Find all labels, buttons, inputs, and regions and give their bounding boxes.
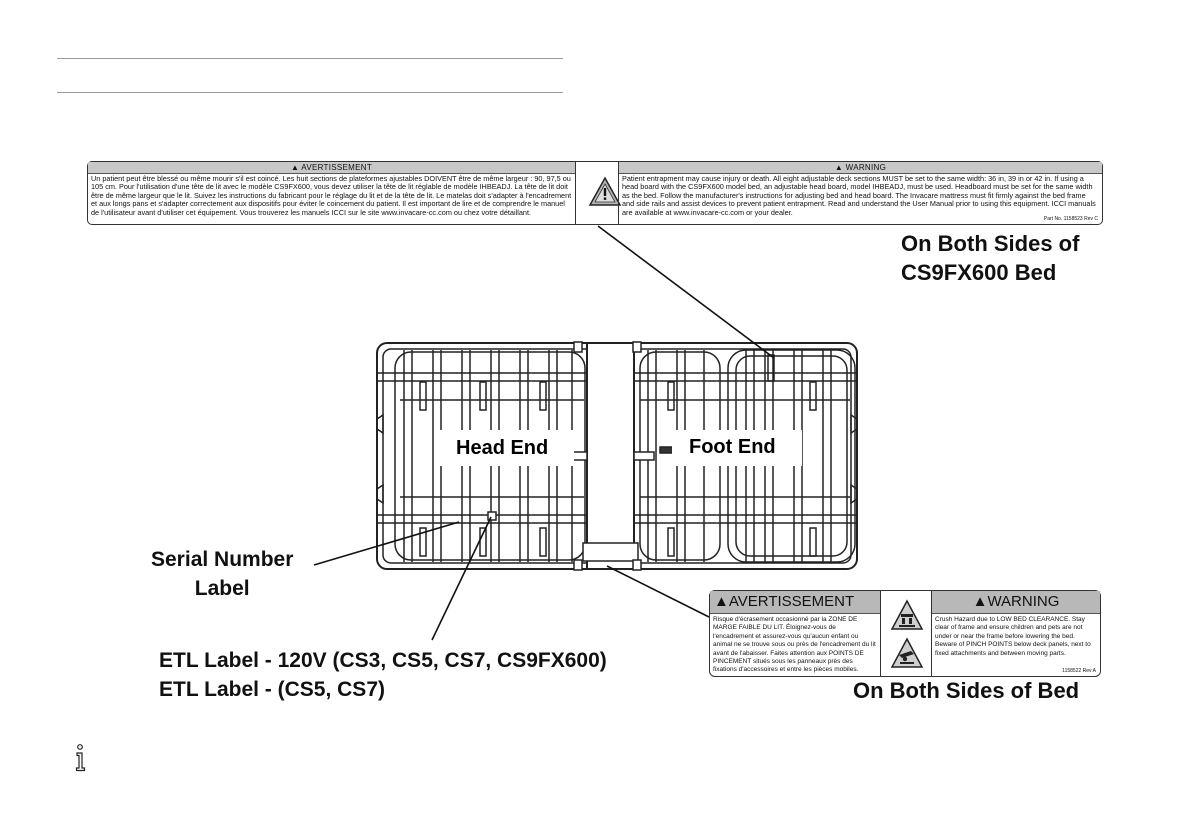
bottom-label-en-header-text: WARNING [987,593,1060,610]
callout-cs9-line1: On Both Sides of [901,231,1080,256]
head-end-label: Head End [456,437,548,459]
top-label-en-header-text: WARNING [845,163,887,172]
bottom-label-part-number: 1158522 Rev A [1062,668,1096,674]
callout-etl-line1: ETL Label - 120V (CS3, CS5, CS7, CS9FX60… [159,649,607,672]
foot-end-plate [672,430,802,466]
leader-line-top-label [597,225,775,359]
top-label-french: ▲ AVERTISSEMENT Un patient peut être ble… [88,162,576,224]
info-icon [75,744,86,772]
callout-both-sides: On Both Sides of Bed [853,678,1080,703]
callout-cs9-line2: CS9FX600 Bed [901,260,1057,285]
callout-cs9fx600-sides: On Both Sides of CS9FX600 Bed [901,229,1079,287]
top-label-en-text: Patient entrapment may cause injury or d… [622,174,1096,217]
bottom-label-fr-text: Risque d'écrasement occasionné par la ZO… [713,616,876,674]
pinch-point-icon [890,637,924,668]
bottom-label-en-header: ▲WARNING [932,591,1100,614]
top-label-fr-text: Un patient peut être blessé ou même mour… [91,174,572,217]
callout-serial-line2: Label [194,577,250,600]
bottom-label-en-text: Crush Hazard due to LOW BED CLEARANCE. S… [935,616,1091,657]
bed-frame [376,341,858,571]
top-label-en-header: ▲ WARNING [619,162,1102,174]
bottom-label-fr-header-text: AVERTISSEMENT [728,593,855,610]
top-label-part-number: Part No. 1158523 Rev C [1043,216,1098,222]
header-rule-top [57,58,563,59]
head-end-plate [434,430,574,466]
bottom-warning-label: ▲AVERTISSEMENT Risque d'écrasement occas… [709,590,1101,677]
leader-lines [313,225,775,641]
crush-hazard-icon [890,599,924,630]
top-label-fr-header-text: AVERTISSEMENT [301,163,373,172]
bottom-label-english: ▲WARNING Crush Hazard due to LOW BED CLE… [931,591,1100,676]
foot-end-label: Foot End [689,436,776,458]
warning-triangle-icon [588,175,622,209]
header-rule-bottom [57,92,563,93]
callout-etl-line2: ETL Label - (CS5, CS7) [159,678,385,701]
bottom-label-fr-header: ▲AVERTISSEMENT [710,591,880,614]
top-label-english: ▲ WARNING Patient entrapment may cause i… [618,162,1102,224]
leader-line-serial [313,521,460,566]
bottom-label-french: ▲AVERTISSEMENT Risque d'écrasement occas… [710,591,881,676]
top-label-fr-header: ▲ AVERTISSEMENT [88,162,575,174]
leader-line-bottom-label [606,565,710,618]
top-warning-label: ▲ AVERTISSEMENT Un patient peut être ble… [87,161,1103,225]
callout-serial-line1: Serial Number [151,548,294,571]
callout-etl-label: ETL Label - 120V (CS3, CS5, CS7, CS9FX60… [159,646,607,704]
leader-line-etl [431,516,492,641]
callout-serial-number: Serial Number Label [151,545,293,603]
